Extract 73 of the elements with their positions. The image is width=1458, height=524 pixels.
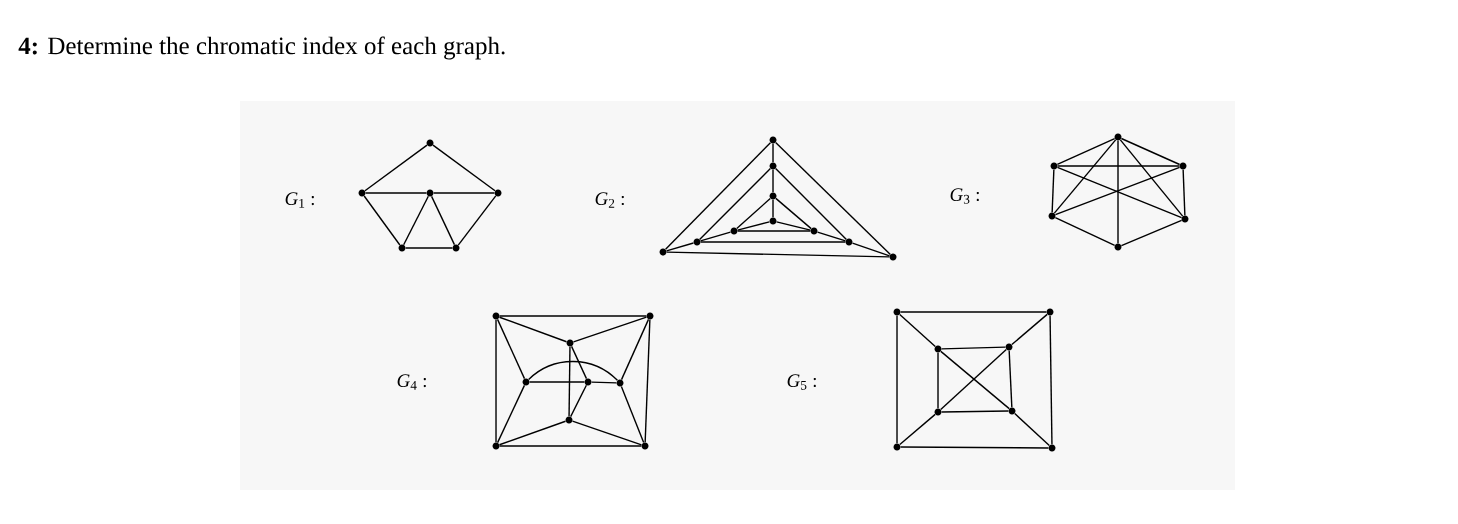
graph-edge bbox=[699, 231, 732, 242]
graph-edge bbox=[736, 197, 771, 230]
graph-edge bbox=[1011, 313, 1048, 346]
graph-edge bbox=[363, 195, 401, 246]
graph-edge bbox=[772, 199, 774, 218]
graph-edge bbox=[620, 385, 645, 444]
graph-edge bbox=[1051, 169, 1055, 213]
graph-edge bbox=[498, 420, 567, 446]
graph-edge bbox=[1049, 315, 1053, 445]
graph-edge bbox=[736, 221, 771, 231]
graph-edge bbox=[772, 169, 774, 193]
graph-edge bbox=[496, 384, 526, 444]
graph-edge bbox=[433, 192, 495, 194]
graph-edge bbox=[364, 144, 428, 192]
graph-label: G$_{1}$ : bbox=[285, 192, 314, 208]
graph-label: G$_{5}$ : bbox=[787, 374, 816, 390]
graph-edge bbox=[1054, 216, 1116, 247]
graph-edge bbox=[896, 315, 898, 444]
graph-label: G$_{4}$ : bbox=[397, 374, 426, 390]
graph-edge bbox=[457, 195, 497, 246]
graph-edge bbox=[774, 167, 848, 241]
graph-edge bbox=[941, 346, 1006, 350]
graph-edge bbox=[499, 315, 647, 317]
graph-edge bbox=[570, 345, 588, 380]
graph-edge bbox=[496, 318, 526, 380]
graph-edge bbox=[572, 316, 648, 343]
graph-edge bbox=[1120, 137, 1181, 166]
graph-edge bbox=[774, 141, 892, 256]
graph-edge bbox=[1119, 139, 1184, 217]
graph-edge bbox=[432, 144, 496, 192]
question-text: 4: Determine the chromatic index of each graph. bbox=[18, 36, 505, 60]
graph-edge bbox=[941, 410, 1009, 413]
graph-label: G$_{3}$ : bbox=[950, 188, 979, 204]
graph-edge bbox=[1117, 140, 1119, 244]
graph-edge bbox=[900, 311, 1047, 313]
graph-edge bbox=[405, 247, 453, 249]
graph-edge bbox=[937, 352, 939, 409]
graph-edge bbox=[899, 313, 936, 348]
graph-edge bbox=[430, 195, 456, 246]
graph-edge bbox=[1008, 350, 1013, 408]
graph-edge bbox=[495, 319, 497, 443]
graph-edge bbox=[1056, 137, 1116, 166]
graph-edge bbox=[569, 384, 588, 418]
graph-edge bbox=[1057, 165, 1180, 167]
graph-edge bbox=[664, 141, 772, 251]
graph-edge bbox=[1053, 139, 1117, 214]
graph-edge bbox=[403, 195, 430, 246]
graph-edge bbox=[644, 319, 651, 443]
graph-edge bbox=[527, 360, 619, 382]
graph-edge bbox=[1014, 412, 1050, 447]
graph-edge bbox=[899, 413, 936, 446]
graph-edge bbox=[568, 346, 571, 417]
graph-edge bbox=[698, 167, 772, 241]
graph-edge bbox=[900, 446, 1049, 449]
graph-edge bbox=[666, 251, 890, 258]
graph-edge bbox=[498, 316, 568, 343]
graph-edge bbox=[772, 143, 774, 163]
graph-edge bbox=[775, 221, 812, 231]
graph-edge bbox=[700, 241, 846, 243]
graph-edge bbox=[1182, 169, 1186, 216]
graph-edge bbox=[591, 381, 617, 384]
graph-edge bbox=[775, 197, 812, 230]
graph-edge bbox=[620, 318, 650, 381]
graph-edge bbox=[851, 242, 891, 257]
graph-label: G$_{2}$ : bbox=[595, 192, 624, 208]
graph-edge bbox=[816, 231, 847, 242]
graph-edge bbox=[1120, 219, 1183, 247]
graph-edge bbox=[737, 230, 811, 232]
graph-edge bbox=[571, 420, 643, 446]
graph-edge bbox=[499, 445, 642, 447]
graph-edge bbox=[365, 192, 427, 194]
graph-edge bbox=[529, 381, 585, 383]
graph-edge bbox=[665, 242, 695, 252]
